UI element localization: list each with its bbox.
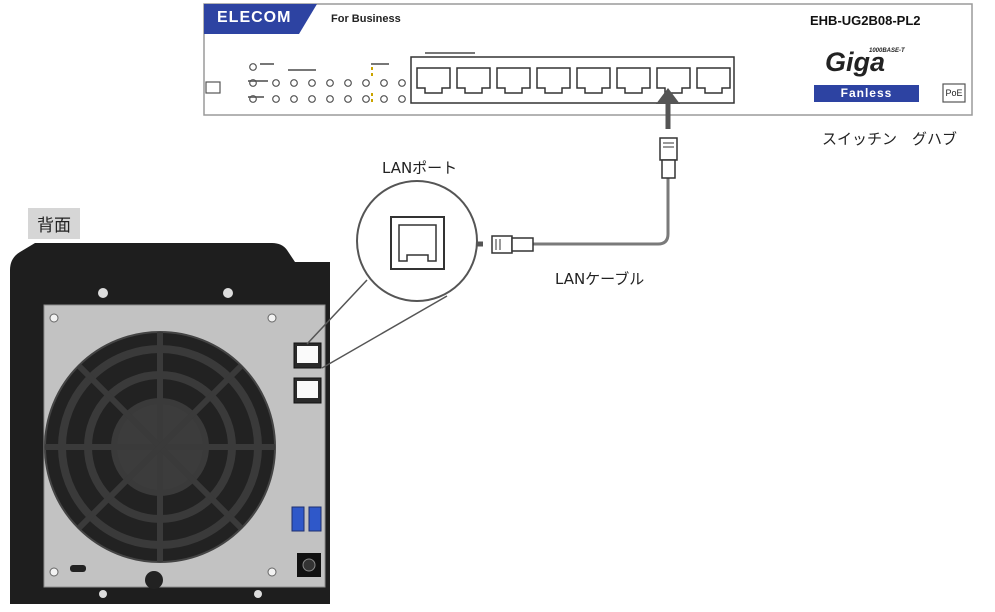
lan-port-label: LANポート bbox=[382, 159, 458, 177]
lan-cable-label: LANケーブル bbox=[555, 270, 645, 288]
zoomed-lan-port-icon bbox=[390, 216, 445, 270]
network-switch: ELECOM For Business EHB-UG2B08-PL2 1000B… bbox=[203, 3, 973, 116]
cable-plug-left bbox=[491, 235, 534, 254]
cable-plug-top bbox=[659, 137, 678, 179]
switch-series-label: For Business bbox=[331, 13, 401, 25]
poe-badge: PoE bbox=[945, 88, 963, 98]
giga-logo: Giga bbox=[825, 47, 886, 77]
back-side-badge: 背面 bbox=[28, 208, 80, 239]
fanless-label: Fanless bbox=[840, 86, 893, 100]
nas-usb-ports bbox=[291, 506, 322, 532]
switch-model-number: EHB-UG2B08-PL2 bbox=[810, 13, 921, 28]
switch-caption: スイッチン グハブ bbox=[822, 130, 958, 148]
switch-speed-spec: 1000BASE-T bbox=[869, 48, 905, 54]
switch-brand-logo: ELECOM bbox=[217, 9, 292, 26]
lan-cable bbox=[533, 178, 670, 246]
fan-grill bbox=[44, 331, 276, 563]
